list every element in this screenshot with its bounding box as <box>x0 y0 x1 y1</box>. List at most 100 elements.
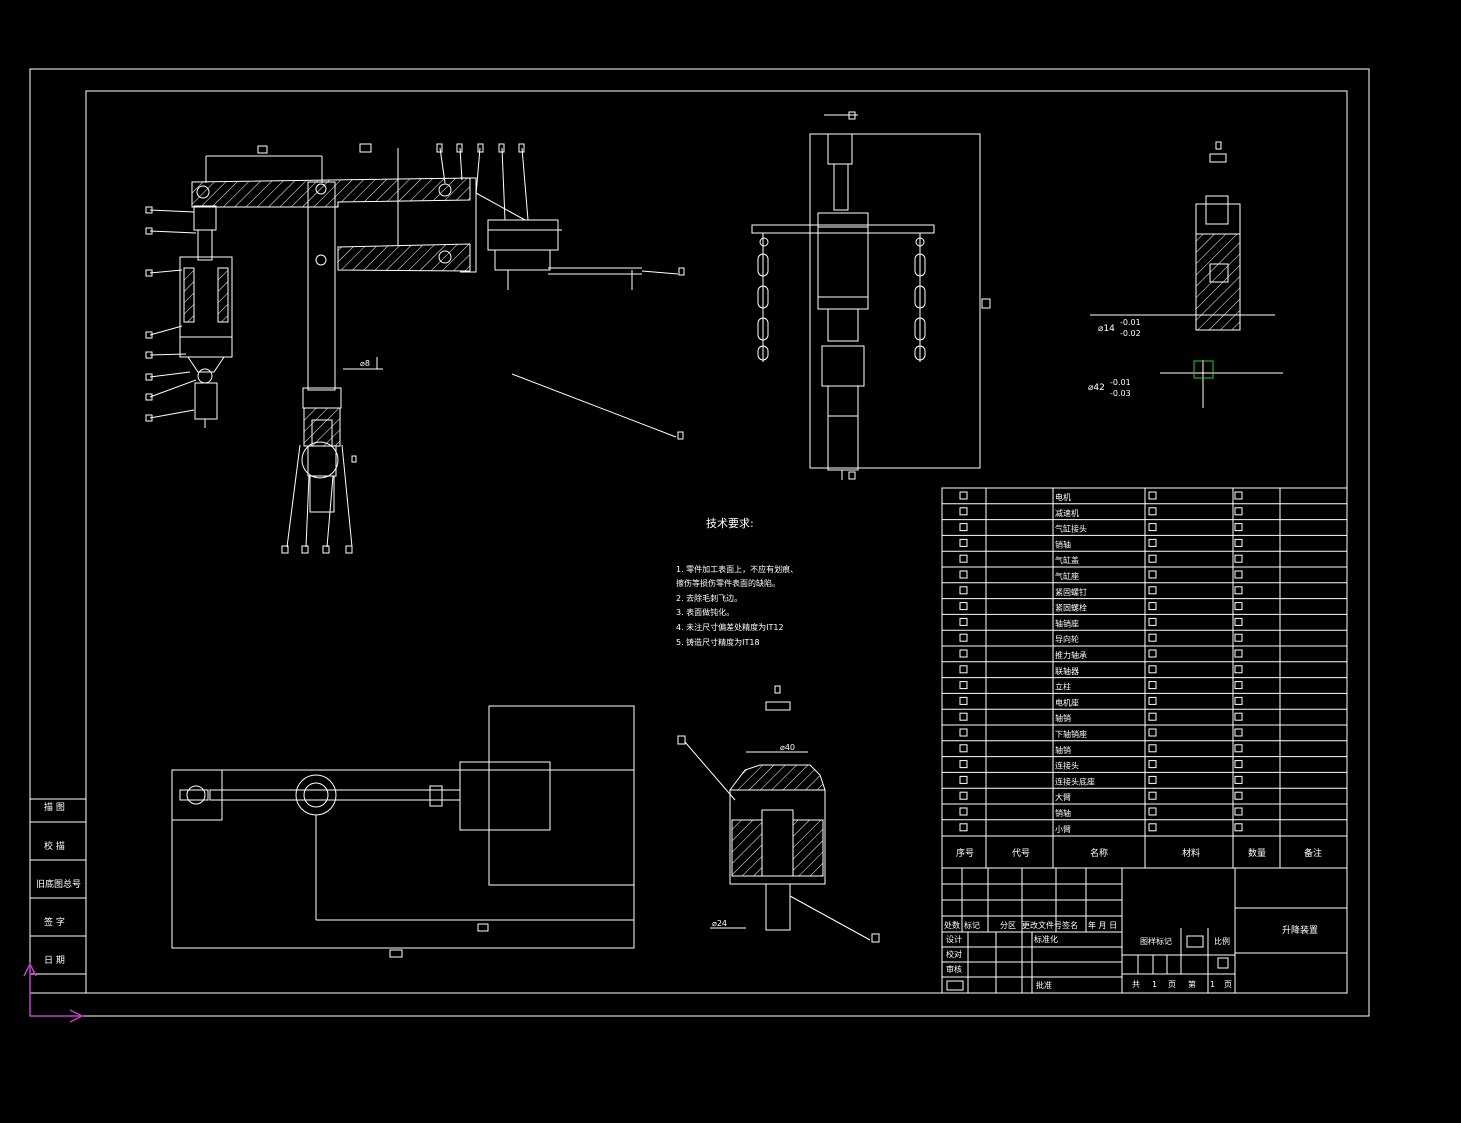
header-qty: 数量 <box>1248 847 1266 859</box>
placeholder-glyph <box>1234 807 1243 816</box>
inner-border <box>85 90 1348 994</box>
placeholder-glyph <box>1234 586 1243 595</box>
tb-r1-1: 标记 <box>964 920 980 930</box>
notes-line-1: 擦伤等损伤零件表面的缺陷。 <box>676 578 780 588</box>
placeholder-glyph <box>1234 728 1243 737</box>
placeholder-glyph <box>1234 681 1243 690</box>
placeholder-glyph <box>1148 538 1157 547</box>
tb-r1-5: 年 月 日 <box>1088 920 1117 930</box>
placeholder-glyph <box>959 570 968 579</box>
header-material: 材料 <box>1182 847 1200 859</box>
part-name: 电机座 <box>1055 697 1079 707</box>
placeholder-glyph <box>1234 554 1243 563</box>
dim-d8: ⌀8 <box>360 359 370 368</box>
header-name: 名称 <box>1090 847 1108 859</box>
placeholder-glyph <box>959 602 968 611</box>
side-view <box>751 111 991 480</box>
header-code: 代号 <box>1012 848 1030 859</box>
part-name: 立柱 <box>1055 682 1071 692</box>
detail-view-top-right: ⌀14 -0.01 -0.02 ⌀42 -0.01 -0.03 <box>1088 141 1283 408</box>
parts-row: 下轴销座 <box>942 724 1347 739</box>
parts-row: 销轴 <box>942 803 1347 818</box>
placeholder-glyph <box>1234 538 1243 547</box>
side-label-3: 签 字 <box>44 916 65 928</box>
part-name: 连接头底座 <box>1055 776 1095 786</box>
placeholder-glyph <box>959 665 968 674</box>
side-label-4: 日 期 <box>44 955 65 966</box>
part-name: 减速机 <box>1055 508 1079 518</box>
placeholder-glyph <box>1148 744 1157 753</box>
placeholder-glyph <box>1148 696 1157 705</box>
tb-r1-3: 更改文件号 <box>1022 920 1062 930</box>
placeholder-glyph <box>1148 491 1157 500</box>
placeholder-glyph <box>1148 523 1157 532</box>
dim-d40: ⌀40 <box>780 743 795 752</box>
placeholder-glyph <box>1234 523 1243 532</box>
placeholder-glyph <box>1148 586 1157 595</box>
part-name: 销轴 <box>1055 808 1071 818</box>
side-block: 描 图 校 描 旧底图总号 签 字 日 期 <box>29 798 87 994</box>
tb-design: 设计 <box>946 934 962 944</box>
parts-row: 轴销 <box>942 740 1347 755</box>
placeholder-glyph <box>1148 507 1157 516</box>
parts-row: 小臂 <box>942 819 1347 834</box>
tb-total-n: 1 <box>1152 980 1157 989</box>
parts-list: 电机减速机气缸接头销轴气缸盖气缸座紧固螺钉紧固螺栓轴销座导向轮推力轴承联轴器立柱… <box>941 487 1348 869</box>
part-name: 电机 <box>1055 492 1071 502</box>
part-name: 轴销 <box>1055 745 1071 755</box>
placeholder-glyph <box>1234 760 1243 769</box>
parts-row: 销轴 <box>942 534 1347 549</box>
placeholder-glyph <box>959 791 968 800</box>
placeholder-glyph <box>1234 712 1243 721</box>
notes-line-0: 1. 零件加工表面上，不应有划痕、 <box>676 564 798 574</box>
tol-d42-lower: -0.03 <box>1110 389 1131 398</box>
placeholder-glyph <box>1234 633 1243 642</box>
dim-d24: ⌀24 <box>712 919 727 928</box>
tb-review: 审核 <box>946 964 962 974</box>
placeholder-glyph <box>1148 554 1157 563</box>
part-name: 连接头 <box>1055 761 1079 771</box>
placeholder-glyph <box>1234 696 1243 705</box>
parts-row: 气缸盖 <box>942 550 1347 565</box>
placeholder-glyph <box>1148 791 1157 800</box>
notes-line-4: 4. 未注尺寸偏差处精度为IT12 <box>676 622 784 632</box>
placeholder-glyph <box>959 823 968 832</box>
part-name: 气缸座 <box>1055 571 1079 581</box>
placeholder-glyph <box>959 523 968 532</box>
placeholder-glyph <box>1148 617 1157 626</box>
notes-line-2: 2. 去除毛刺飞边。 <box>676 593 742 603</box>
placeholder-glyph <box>1148 681 1157 690</box>
placeholder-glyph <box>1148 712 1157 721</box>
placeholder-glyph <box>959 760 968 769</box>
side-label-0: 描 图 <box>44 801 65 813</box>
part-name: 大臂 <box>1055 792 1071 802</box>
tb-approve: 批准 <box>1036 980 1052 990</box>
tb-check: 校对 <box>946 949 962 959</box>
section-view: ⌀40 ⌀24 <box>677 685 880 943</box>
placeholder-glyph <box>1234 570 1243 579</box>
placeholder-glyph <box>959 554 968 563</box>
tb-r1-4: 签名 <box>1062 920 1078 930</box>
parts-row: 减速机 <box>942 503 1347 518</box>
placeholder-glyph <box>1234 649 1243 658</box>
placeholder-glyph <box>1234 617 1243 626</box>
notes-line-5: 5. 铸造尺寸精度为IT18 <box>676 637 760 647</box>
placeholder-glyph <box>1234 823 1243 832</box>
parts-row: 连接头底座 <box>942 771 1347 786</box>
placeholder-glyph <box>959 649 968 658</box>
placeholder-glyph <box>1234 602 1243 611</box>
side-label-2: 旧底图总号 <box>36 878 81 890</box>
parts-row: 气缸接头 <box>942 519 1347 534</box>
placeholder-glyph <box>959 728 968 737</box>
tb-sheet-unit: 页 <box>1224 980 1232 989</box>
part-name: 紧固螺栓 <box>1055 603 1087 613</box>
parts-row: 气缸座 <box>942 566 1347 581</box>
parts-row: 立柱 <box>942 677 1347 692</box>
parts-row: 联轴器 <box>942 661 1347 676</box>
part-name: 推力轴承 <box>1055 650 1087 660</box>
tol-d14-upper: -0.01 <box>1120 318 1141 327</box>
part-name: 气缸盖 <box>1055 555 1079 565</box>
placeholder-glyph <box>1234 491 1243 500</box>
ucs-axis-icon <box>23 962 84 1023</box>
